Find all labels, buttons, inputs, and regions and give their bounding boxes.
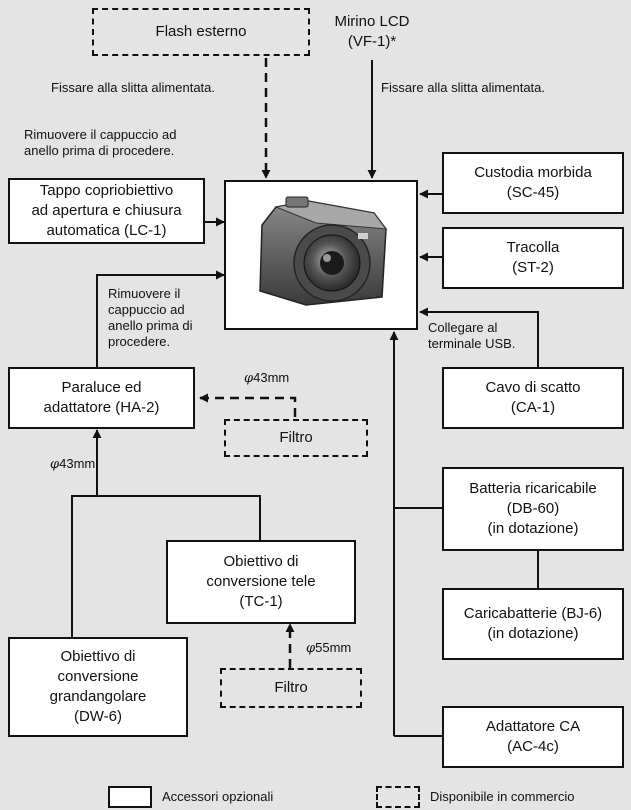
cable-box: Cavo di scatto (CA-1) <box>442 367 624 429</box>
viewfinder-label: Mirino LCD (VF-1)* <box>334 13 410 50</box>
diameter-label-tele: φ55mm <box>306 640 352 656</box>
case-box: Custodia morbida (SC-45) <box>442 152 624 214</box>
cable-connector <box>419 307 539 367</box>
legend-commercial-label: Disponibile in commercio <box>430 789 575 804</box>
cap-remove-note: Rimuovere il cappuccio ad anello prima d… <box>24 127 177 158</box>
filter1-connector <box>199 393 297 417</box>
flash-mount-note: Fissare alla slitta alimentata. <box>51 80 216 95</box>
diameter-label-converter: φ43mm <box>50 456 96 472</box>
ac-adapter-box: Adattatore CA (AC-4c) <box>442 706 624 768</box>
filter-box-2: Filtro <box>220 668 362 708</box>
lens-cap-box: Tappo copriobiettivo ad apertura e chius… <box>8 178 205 244</box>
filter-box-1: Filtro <box>224 419 368 457</box>
usb-note: Collegare al terminale USB. <box>428 320 516 351</box>
tele-converter-box: Obiettivo di conversione tele (TC-1) <box>166 540 356 624</box>
legend-commercial-swatch <box>376 786 420 808</box>
hood-remove-note: Rimuovere il cappuccio ad anello prima d… <box>108 286 193 349</box>
viewfinder-mount-note: Fissare alla slitta alimentata. <box>381 80 546 95</box>
wide-converter-box: Obiettivo di conversione grandangolare (… <box>8 637 188 737</box>
hood-box: Paraluce ed adattatore (HA-2) <box>8 367 195 429</box>
battery-box: Batteria ricaricabile (DB-60) (in dotazi… <box>442 467 624 551</box>
flash-box: Flash esterno <box>92 8 310 56</box>
hood-connector <box>96 270 225 367</box>
camera-icon <box>259 196 388 306</box>
diameter-label-hood: φ43mm <box>244 370 290 386</box>
flash-label: Flash esterno <box>155 23 247 40</box>
camera-box <box>224 180 418 330</box>
strap-box: Tracolla (ST-2) <box>442 227 624 289</box>
legend-optional-swatch <box>108 786 152 808</box>
legend-optional-label: Accessori opzionali <box>162 789 274 804</box>
charger-box: Caricabatterie (BJ-6) (in dotazione) <box>442 588 624 660</box>
tele-wide-connector <box>71 495 261 637</box>
